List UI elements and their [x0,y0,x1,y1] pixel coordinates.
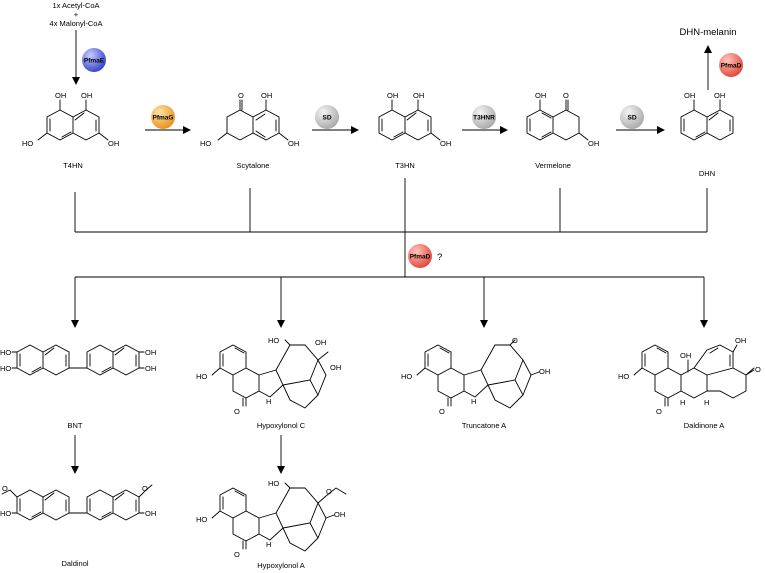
hypoxylonol-c-ho-1: HO [196,372,207,381]
truncatone-a-oh: OH [539,367,550,376]
hypoxylonol-a-ho-2: HO [268,479,279,488]
structure-daldinone-a: HO O OH OH O H H [618,336,761,416]
hypoxylonol-c-oh-1: OH [315,338,326,347]
truncatone-a-h: H [471,397,476,406]
enzyme-sd-2-badge: SD [620,105,644,129]
scytalone-oh-2: OH [288,139,299,148]
daldinone-a-h-1: H [680,398,685,407]
vermelone-oh-1: OH [535,91,546,100]
label-dhn: DHN [699,169,715,178]
structure-vermelone: OH O OH [526,91,599,148]
structure-t4hn: OH OH HO OH [22,91,119,148]
daldinone-a-o-2: O [755,365,761,374]
hypoxylonol-c-o: O [234,407,240,416]
precursor-block: 1x Acetyl-CoA + 4x Malonyl-CoA [50,1,103,28]
label-bnt: BNT [68,421,83,430]
vermelone-o: O [563,91,569,100]
structure-hypoxylonol-c: HO O HO OH OH H [196,336,341,416]
daldinol-ho: HO [0,509,11,518]
label-hypoxylonol-a: Hypoxylonol A [257,561,305,570]
precursor-acetyl: 1x Acetyl-CoA [52,1,99,10]
structure-t3hn: OH OH OH [378,91,451,148]
structure-hypoxylonol-a: HO O HO O OH H [196,479,347,559]
question-mark: ? [437,252,442,263]
enzyme-pfmad-mid-badge: PfmaD [408,244,432,268]
enzyme-t3hnr-badge: T3HNR [472,105,496,129]
scytalone-o: O [238,91,244,100]
structure-bnt: HO HO OH OH [0,344,156,376]
label-hypoxylonol-c: Hypoxylonol C [257,421,306,430]
scytalone-ho: HO [200,139,211,148]
truncatone-a-o-2: O [512,336,518,345]
t4hn-oh-3: OH [108,139,119,148]
hypoxylonol-a-ho-1: HO [196,515,207,524]
daldinone-a-oh-1: OH [680,351,691,360]
hypoxylonol-a-h: H [266,540,271,549]
bnt-ho-2: HO [0,364,11,373]
enzyme-pfmae-label: PfmaE [84,58,105,65]
daldinone-a-oh-2: OH [735,336,746,345]
vermelone-oh-2: OH [588,139,599,148]
label-truncatone-a: Truncatone A [462,421,506,430]
daldinol-o-1: O [2,484,8,493]
t4hn-ho: HO [22,139,33,148]
enzyme-sd-2-label: SD [627,115,636,122]
hypoxylonol-c-oh-2: OH [330,363,341,372]
t4hn-oh-2: OH [81,91,92,100]
collector-lines [74,178,708,278]
label-t3hn: T3HN [395,161,415,170]
bnt-oh-1: OH [145,348,156,357]
enzyme-sd-1-label: SD [322,115,331,122]
bnt-oh-2: OH [145,364,156,373]
enzyme-pfmag-label: PfmaG [153,115,174,122]
truncatone-a-o-1: O [439,407,445,416]
daldinone-a-o-1: O [656,407,662,416]
label-daldinol: Daldinol [61,559,88,568]
precursor-plus: + [74,10,79,19]
enzyme-pfmad-mid-label: PfmaD [410,254,431,261]
daldinone-a-ho: HO [618,372,629,381]
t3hn-oh-3: OH [440,139,451,148]
structure-dhn: OH OH [680,91,734,141]
enzyme-sd-1-badge: SD [315,105,339,129]
scytalone-oh-1: OH [261,91,272,100]
enzyme-pfmag-badge: PfmaG [151,105,175,129]
label-t4hn: T4HN [63,161,83,170]
enzyme-pfmae-badge: PfmaE [82,48,106,72]
structure-truncatone-a: HO O O OH H [401,336,550,416]
t3hn-oh-2: OH [413,91,424,100]
bnt-ho-1: HO [0,348,11,357]
dhn-oh-1: OH [684,91,695,100]
precursor-malonyl: 4x Malonyl-CoA [50,19,103,28]
t3hn-oh-1: OH [387,91,398,100]
dhn-oh-2: OH [714,91,725,100]
enzyme-t3hnr-label: T3HNR [473,115,495,122]
hypoxylonol-c-h: H [266,397,271,406]
hypoxylonol-a-o-2: O [326,487,332,496]
structure-daldinol: O HO O OH [0,484,156,521]
hypoxylonol-a-o-1: O [234,550,240,559]
daldinol-o-2: O [142,484,148,493]
label-daldinone-a: Daldinone A [684,421,724,430]
hypoxylonol-c-ho-2: HO [268,336,279,345]
enzyme-pfmad-top-badge: PfmaD [719,53,743,77]
label-vermelone: Vermelone [535,161,571,170]
truncatone-a-ho: HO [401,372,412,381]
daldinone-a-h-2: H [704,398,709,407]
dhn-melanin-label: DHN-melanin [679,27,736,38]
structure-scytalone: O OH HO OH [200,91,299,148]
daldinol-oh: OH [145,509,156,518]
hypoxylonol-a-oh: OH [334,510,345,519]
enzyme-pfmad-top-label: PfmaD [721,63,742,70]
label-scytalone: Scytalone [237,161,270,170]
t4hn-oh-1: OH [55,91,66,100]
